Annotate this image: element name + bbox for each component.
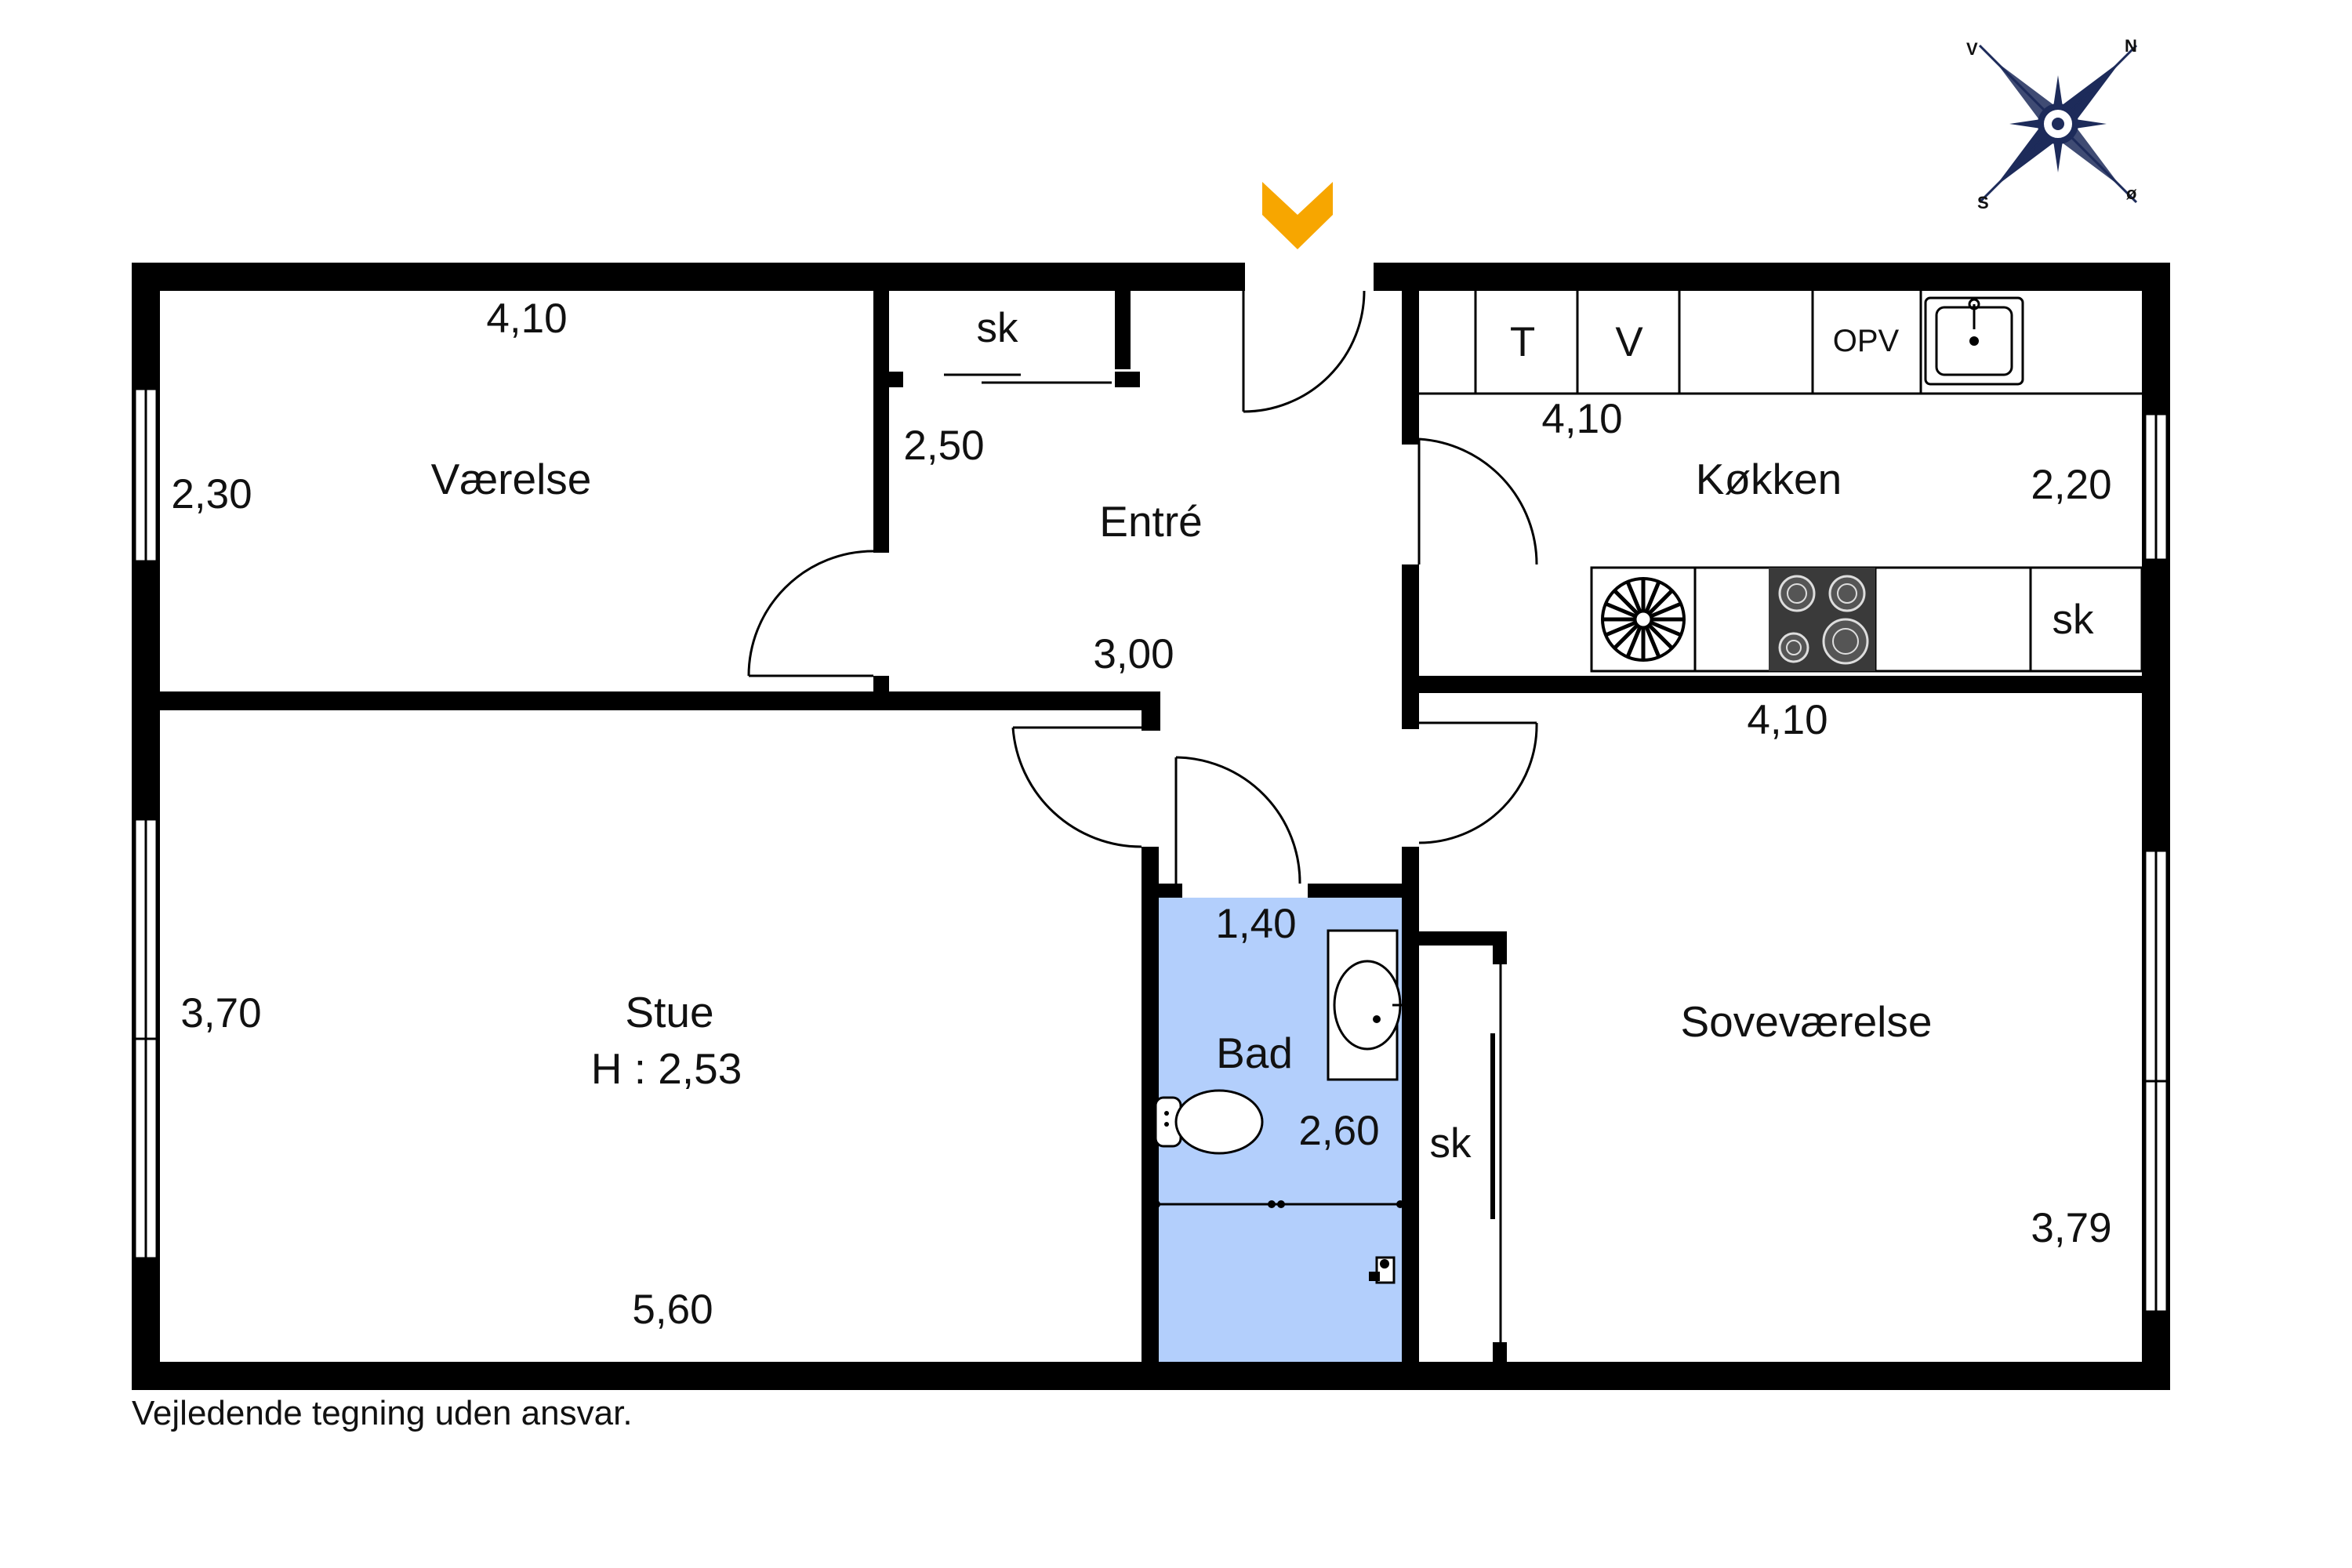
dim-kokken-depth: 2,20 (2031, 462, 2111, 508)
disclaimer-text: Vejledende tegning uden ansvar. (132, 1394, 633, 1432)
bedroom-closet-label: sk (1430, 1120, 1472, 1167)
dim-vaerelse-depth: 2,30 (171, 471, 252, 517)
compass-south: S (1977, 193, 1989, 212)
toilet-icon (1154, 1089, 1264, 1155)
compass-rose-icon (1978, 44, 2138, 204)
room-label-kokken: Køkken (1696, 455, 1842, 503)
room-label-stue: Stue (625, 988, 713, 1036)
dim-sove-width: 4,10 (1747, 697, 1828, 743)
doors (747, 290, 1538, 884)
windows (133, 387, 2169, 1313)
dim-bad-depth: 2,60 (1298, 1108, 1379, 1154)
compass-west: V (1966, 39, 1978, 59)
compass-east: ø (2126, 183, 2137, 203)
dim-kokken-width: 4,10 (1541, 396, 1622, 442)
room-label-entre: Entré (1099, 497, 1202, 546)
room-height-stue: H : 2,53 (591, 1044, 742, 1093)
kitchen-upper-counter (1419, 291, 2142, 395)
fridge-label: T (1510, 319, 1535, 365)
cooktop-icon (1769, 568, 1875, 671)
bedroom-closet-door (1490, 964, 1502, 1342)
room-label-sovevaerelse: Soveværelse (1681, 997, 1933, 1046)
dim-entre-width: 3,00 (1093, 631, 1174, 677)
walls (132, 263, 2170, 1390)
washbasin-icon (1327, 929, 1405, 1081)
sink-icon (1924, 296, 2024, 386)
dim-stue-width: 5,60 (632, 1287, 713, 1333)
extractor-fan-icon (1601, 577, 1686, 662)
room-label-vaerelse: Værelse (431, 455, 592, 503)
room-label-bad: Bad (1216, 1029, 1293, 1077)
shower-curtain (1152, 1200, 1404, 1208)
compass-north: N (2125, 36, 2137, 56)
dim-bad-width: 1,40 (1215, 901, 1296, 947)
dim-sove-depth: 3,79 (2031, 1205, 2111, 1251)
dim-entre-depth: 2,50 (903, 423, 984, 469)
dishwasher-label: OPV (1833, 324, 1900, 358)
entre-closet-label: sk (977, 305, 1019, 351)
dim-vaerelse-width: 4,10 (486, 296, 567, 342)
dim-stue-depth: 3,70 (180, 990, 261, 1036)
shower-head-icon (1369, 1256, 1396, 1284)
entrance-arrow-icon (1262, 182, 1333, 249)
entre-closet-door (944, 373, 1112, 384)
kitchen-closet-label: sk (2053, 597, 2095, 643)
cabinet-v-label: V (1615, 319, 1643, 365)
